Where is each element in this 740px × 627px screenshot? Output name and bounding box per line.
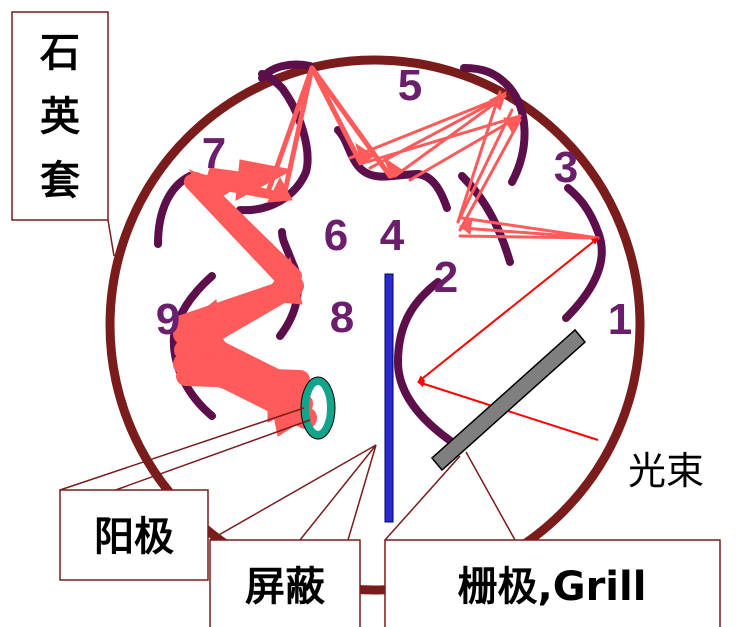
shield-plate — [384, 273, 394, 523]
electron-cascade — [173, 65, 600, 437]
dynode-8 — [276, 228, 302, 340]
dynode-5 — [460, 64, 529, 186]
anode-callout: 阳极 — [59, 489, 209, 581]
callout-leaders — [59, 219, 516, 541]
anode-ring — [301, 377, 335, 439]
dynode-number-9: 9 — [156, 295, 180, 344]
quartz-label-char-2: 英 — [40, 94, 81, 140]
dynode-number-7: 7 — [202, 129, 226, 178]
light-beam-label: 光束 — [628, 449, 704, 493]
anode-ring-outline — [300, 376, 336, 440]
dynode-number-2: 2 — [434, 253, 458, 302]
grid-label: 栅极,Grill — [458, 564, 647, 610]
shield-callout: 屏蔽 — [209, 539, 361, 627]
grid-electrode — [430, 328, 587, 472]
quartz-label-char-3: 套 — [40, 158, 80, 204]
dynode-number-3: 3 — [554, 143, 578, 192]
dynode-5-arch — [258, 60, 314, 82]
dynode-number-1: 1 — [608, 295, 632, 344]
anode-label: 阳极 — [94, 514, 174, 560]
quartz-callout: 石 英 套 — [11, 11, 109, 221]
dynode-1 — [562, 184, 606, 322]
dynode-number-6: 6 — [324, 211, 348, 260]
dynode-number-8: 8 — [330, 293, 354, 342]
quartz-envelope — [105, 55, 645, 595]
dynode-7 — [154, 172, 194, 248]
shield-label: 屏蔽 — [245, 564, 326, 610]
quartz-label-char-1: 石 — [40, 30, 80, 76]
dynode-number-4: 4 — [380, 211, 405, 260]
dynode-number-5: 5 — [398, 61, 422, 110]
grid-callout: 栅极,Grill — [384, 539, 721, 627]
